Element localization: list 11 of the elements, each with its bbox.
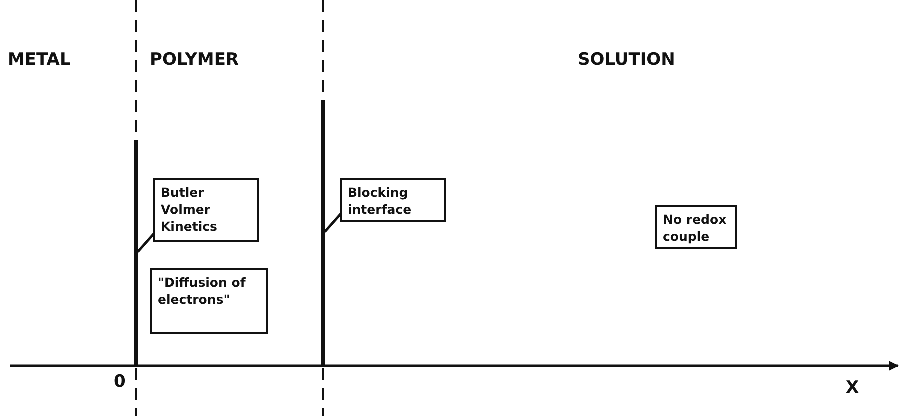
region-label: SOLUTION [578, 50, 676, 70]
callout-box: No redox couple [655, 205, 737, 249]
axis-origin-label: 0 [114, 372, 126, 392]
callout-box: "Diffusion of electrons" [150, 268, 268, 334]
axis-label: X [846, 378, 860, 398]
leader-line [324, 213, 342, 233]
region-label: POLYMER [150, 50, 240, 70]
region-label: METAL [8, 50, 71, 70]
leader-line [137, 233, 155, 253]
callout-box: Butler Volmer Kinetics [153, 178, 259, 242]
callout-box: Blocking interface [340, 178, 446, 222]
